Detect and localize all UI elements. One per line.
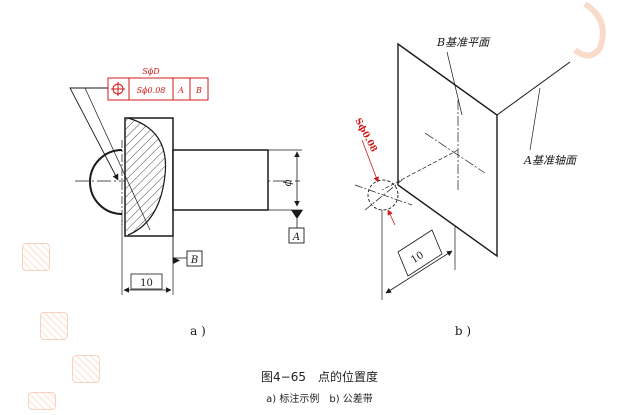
shaft-body bbox=[172, 149, 269, 211]
dimension-10-a: 10 bbox=[140, 278, 153, 289]
feature-control-frame: Sϕ0.08 A B SϕD bbox=[107, 67, 209, 101]
watermark-mark bbox=[573, 1, 606, 59]
position-symbol-note: SϕD bbox=[142, 67, 160, 76]
datum-a-label: A bbox=[292, 232, 300, 243]
plane-b-label: B基准平面 bbox=[436, 36, 491, 49]
datum-a-triangle bbox=[291, 210, 303, 219]
diameter-symbol: ϕ bbox=[283, 179, 294, 186]
figure-subtitle: a) 标注示例 b) 公差带 bbox=[266, 394, 373, 405]
axis-plane-a-edge bbox=[496, 61, 571, 116]
watermark-stamp bbox=[22, 243, 50, 271]
tolerance-leader-b bbox=[361, 139, 379, 183]
leader-line-2 bbox=[84, 87, 151, 231]
position-symbol-icon bbox=[111, 82, 125, 96]
datum-a-box bbox=[288, 227, 305, 244]
plane-b-leader bbox=[446, 51, 463, 116]
figure-a-drawing: Sϕ0.08 A B SϕD ϕ A B 10 a ) bbox=[69, 1, 606, 338]
figure-b-drawing: A基准轴面 B基准平面 Sϕ0.08 10 b ) bbox=[352, 36, 578, 338]
axis-plane-a-leader bbox=[529, 87, 541, 151]
leader-line bbox=[69, 87, 119, 181]
sphere-outline bbox=[89, 149, 123, 215]
watermark-stamp bbox=[40, 312, 68, 340]
watermark-stamp bbox=[28, 392, 56, 410]
axis-plane-a-label: A基准轴面 bbox=[523, 154, 578, 167]
figure-title: 图4−65 点的位置度 bbox=[261, 370, 378, 384]
caption-b: b ) bbox=[455, 324, 471, 338]
datum-b-triangle bbox=[173, 257, 180, 264]
watermark-stamp bbox=[72, 355, 100, 383]
datum-b-ref: B bbox=[195, 86, 202, 95]
tolerance-value: Sϕ0.08 bbox=[137, 86, 166, 95]
datum-b-label: B bbox=[190, 255, 198, 266]
datum-a-ref: A bbox=[177, 86, 184, 95]
tolerance-sphere bbox=[367, 179, 399, 211]
datum-b-box bbox=[186, 250, 203, 267]
datum-plane-b bbox=[397, 42, 498, 258]
recess-outline bbox=[127, 117, 167, 236]
dim-line-10-b bbox=[385, 250, 453, 294]
caption-a: a ) bbox=[190, 324, 206, 338]
